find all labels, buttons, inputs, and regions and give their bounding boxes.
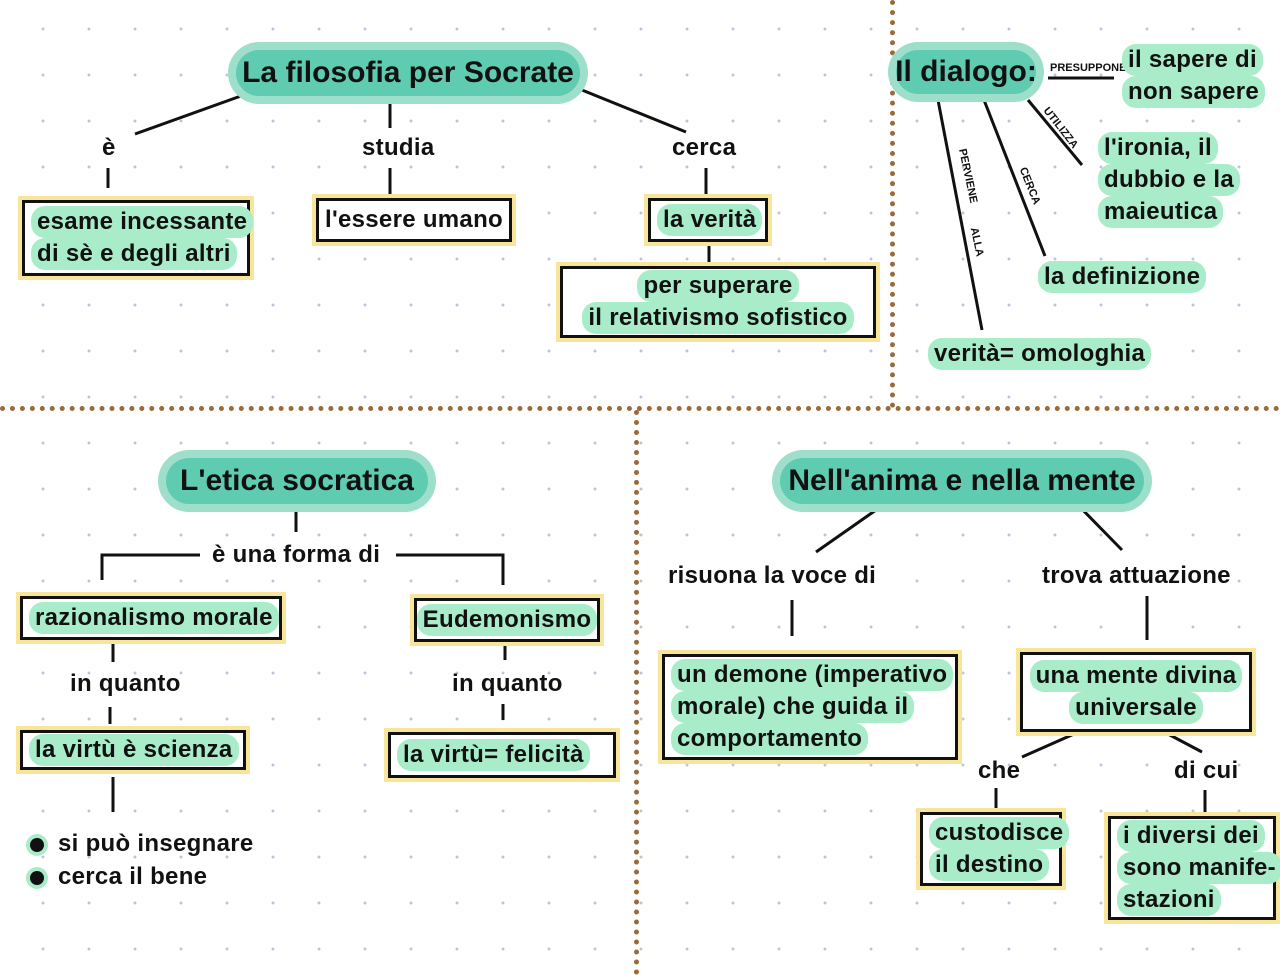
node-text: la virtù è scienza — [29, 734, 239, 766]
node-verita: la verità — [648, 198, 768, 242]
node-ironia-2: dubbio e la — [1098, 164, 1240, 196]
node-sapere: il sapere di — [1122, 44, 1263, 76]
divider-horizontal — [0, 406, 1280, 411]
link-e: è — [102, 134, 116, 161]
node-text: sono manife- — [1117, 852, 1280, 884]
link-cerca: cerca — [672, 134, 737, 161]
node-esame-incessante: esame incessante di sè e degli altri — [22, 200, 254, 276]
node-ironia-3: maieutica — [1098, 196, 1224, 228]
node-text: il relativismo sofistico — [582, 302, 854, 334]
node-diversi-dei: i diversi dei sono manife- stazioni — [1108, 816, 1280, 920]
link-presuppone: PRESUPPONE — [1050, 62, 1127, 74]
node-text: la virtù= felicità — [397, 739, 590, 771]
node-mente-divina: una mente divina universale — [1020, 652, 1252, 732]
node-text: i diversi dei — [1117, 820, 1265, 852]
title-text: La filosofia per Socrate — [242, 56, 574, 89]
node-ironia: l'ironia, il — [1098, 132, 1218, 164]
node-omologhia: verità= omologhia — [928, 338, 1152, 370]
link-studia: studia — [362, 134, 435, 161]
bullet-icon — [30, 870, 44, 885]
node-text: la verità — [657, 204, 763, 236]
node-text: per superare — [637, 270, 799, 302]
link-in-quanto-right: in quanto — [452, 670, 563, 697]
divider-vertical-top — [890, 0, 895, 408]
node-virtu-felicita: la virtù= felicità — [388, 732, 616, 778]
node-text: esame incessante — [31, 206, 254, 238]
node-text: razionalismo morale — [29, 602, 279, 634]
node-text: stazioni — [1117, 884, 1221, 916]
node-text: morale) che guida il — [671, 691, 915, 723]
title-anima-mente: Nell'anima e nella mente — [780, 458, 1144, 504]
node-definizione: la definizione — [1038, 261, 1207, 293]
node-razionalismo: razionalismo morale — [20, 596, 282, 640]
node-sapere-2: non sapere — [1122, 76, 1266, 108]
bullet-bene: cerca il bene — [30, 861, 207, 893]
bullet-icon — [30, 837, 44, 852]
title-etica: L'etica socratica — [166, 458, 428, 504]
node-text: Eudemonismo — [416, 604, 598, 636]
node-text: di sè e degli altri — [31, 238, 237, 270]
title-text: L'etica socratica — [180, 464, 414, 497]
bullet-insegnare: si può insegnare — [30, 828, 254, 860]
title-text: Nell'anima e nella mente — [788, 464, 1136, 497]
link-risuona: risuona la voce di — [668, 562, 877, 589]
link-forma-di: è una forma di — [212, 541, 381, 568]
title-dialogo: Il dialogo: — [895, 50, 1037, 94]
node-text: universale — [1069, 692, 1203, 724]
title-text: Il dialogo: — [895, 55, 1037, 88]
node-text: un demone (imperativo — [671, 659, 954, 691]
node-text: custodisce — [929, 817, 1070, 849]
node-eudemonismo: Eudemonismo — [414, 598, 600, 642]
node-text: l'essere umano — [325, 206, 503, 233]
title-filosofia-socrate: La filosofia per Socrate — [236, 50, 580, 96]
divider-vertical-bottom — [634, 410, 639, 975]
link-trova-attuazione: trova attuazione — [1042, 562, 1231, 589]
link-che: che — [978, 757, 1021, 784]
node-essere-umano: l'essere umano — [316, 198, 512, 242]
node-text: una mente divina — [1029, 660, 1243, 692]
link-di-cui: di cui — [1174, 757, 1239, 784]
link-in-quanto-left: in quanto — [70, 670, 181, 697]
node-virtu-scienza: la virtù è scienza — [20, 730, 246, 770]
bullet-text: si può insegnare — [58, 830, 254, 857]
node-custodisce: custodisce il destino — [920, 812, 1070, 886]
node-text: comportamento — [671, 723, 869, 755]
bullet-text: cerca il bene — [58, 863, 208, 890]
node-demone: un demone (imperativo morale) che guida … — [662, 654, 958, 760]
node-text: il destino — [929, 849, 1050, 881]
node-relativismo: per superare il relativismo sofistico — [560, 266, 876, 338]
